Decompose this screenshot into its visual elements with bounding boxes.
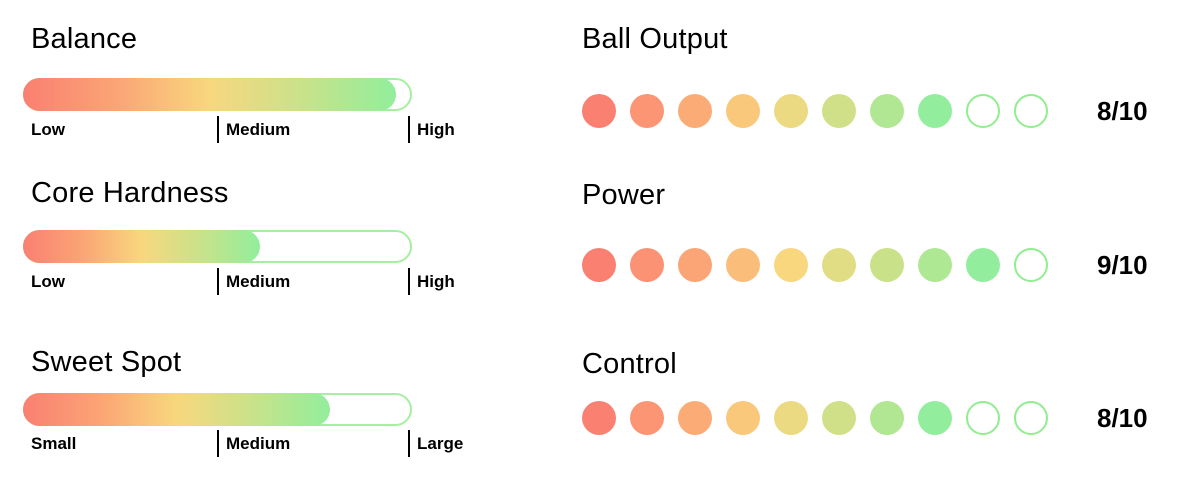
scale-tick-medium <box>217 268 219 295</box>
slider-balance: Balance Low Medium High <box>23 0 455 484</box>
slider-scale: Small Medium Large <box>23 430 463 457</box>
slider-title: Sweet Spot <box>31 346 182 378</box>
rating-dots-row: 9/10 <box>582 248 1148 282</box>
slider-fill <box>23 230 261 263</box>
scale-label-high: High <box>417 120 455 139</box>
scale-label-small: Small <box>31 434 77 453</box>
rating-dot-empty <box>1014 248 1048 282</box>
rating-title: Power <box>582 179 666 211</box>
scale-label-medium: Medium <box>226 120 291 139</box>
scale-label-medium: Medium <box>226 434 291 453</box>
rating-dot-filled <box>774 248 808 282</box>
rating-dot-empty <box>966 94 1000 128</box>
rating-dot-filled <box>726 94 760 128</box>
rating-dot-filled <box>774 94 808 128</box>
slider-scale: Low Medium High <box>23 268 455 295</box>
rating-dot-empty <box>1014 94 1048 128</box>
rating-title: Ball Output <box>582 23 728 55</box>
scale-label-low: Low <box>31 272 65 291</box>
rating-dot-empty <box>966 401 1000 435</box>
scale-label-large: Large <box>417 434 464 453</box>
rating-dot-filled <box>774 401 808 435</box>
rating-dot-filled <box>726 401 760 435</box>
rating-dot-filled <box>678 401 712 435</box>
rating-dots-row: 8/10 <box>582 94 1148 128</box>
rating-dot-filled <box>582 401 616 435</box>
rating-dot-filled <box>726 248 760 282</box>
scale-tick-large <box>408 430 410 457</box>
rating-dot-filled <box>870 94 904 128</box>
slider-scale: Low Medium High <box>23 116 455 143</box>
rating-dots <box>582 401 1048 435</box>
rating-dot-filled <box>822 401 856 435</box>
rating-score: 8/10 <box>1097 96 1148 126</box>
rating-dot-filled <box>630 94 664 128</box>
slider-title: Balance <box>31 23 138 55</box>
rating-dot-filled <box>630 248 664 282</box>
rating-title: Control <box>582 348 677 380</box>
rating-dot-filled <box>918 94 952 128</box>
rating-dot-filled <box>918 248 952 282</box>
rating-ball-output: Ball Output 8/10 <box>582 0 1200 484</box>
rating-dot-filled <box>678 248 712 282</box>
slider-title: Core Hardness <box>31 177 229 209</box>
rating-dot-filled <box>822 94 856 128</box>
scale-label-low: Low <box>31 120 65 139</box>
rating-score: 8/10 <box>1097 403 1148 433</box>
rating-power: Power 9/10 <box>582 0 1200 484</box>
slider-fill <box>23 78 397 111</box>
scale-tick-medium <box>217 430 219 457</box>
rating-dot-filled <box>678 94 712 128</box>
scale-tick-high <box>408 268 410 295</box>
rating-dot-filled <box>582 248 616 282</box>
rating-dot-empty <box>1014 401 1048 435</box>
slider-fill <box>23 393 331 426</box>
rating-dot-filled <box>870 248 904 282</box>
rating-score: 9/10 <box>1097 250 1148 280</box>
rating-dot-filled <box>822 248 856 282</box>
rating-dot-filled <box>582 94 616 128</box>
rating-dot-filled <box>630 401 664 435</box>
rating-dots <box>582 248 1048 282</box>
rating-dot-filled <box>870 401 904 435</box>
rating-dots <box>582 94 1048 128</box>
slider-sweet-spot: Sweet Spot Small Medium Large <box>23 0 463 484</box>
scale-label-high: High <box>417 272 455 291</box>
slider-core-hardness: Core Hardness Low Medium High <box>23 0 455 484</box>
rating-dot-filled <box>918 401 952 435</box>
rating-dot-filled <box>966 248 1000 282</box>
scale-tick-high <box>408 116 410 143</box>
rating-dots-row: 8/10 <box>582 401 1148 435</box>
scale-tick-medium <box>217 116 219 143</box>
scale-label-medium: Medium <box>226 272 291 291</box>
rating-control: Control 8/10 <box>582 0 1200 484</box>
